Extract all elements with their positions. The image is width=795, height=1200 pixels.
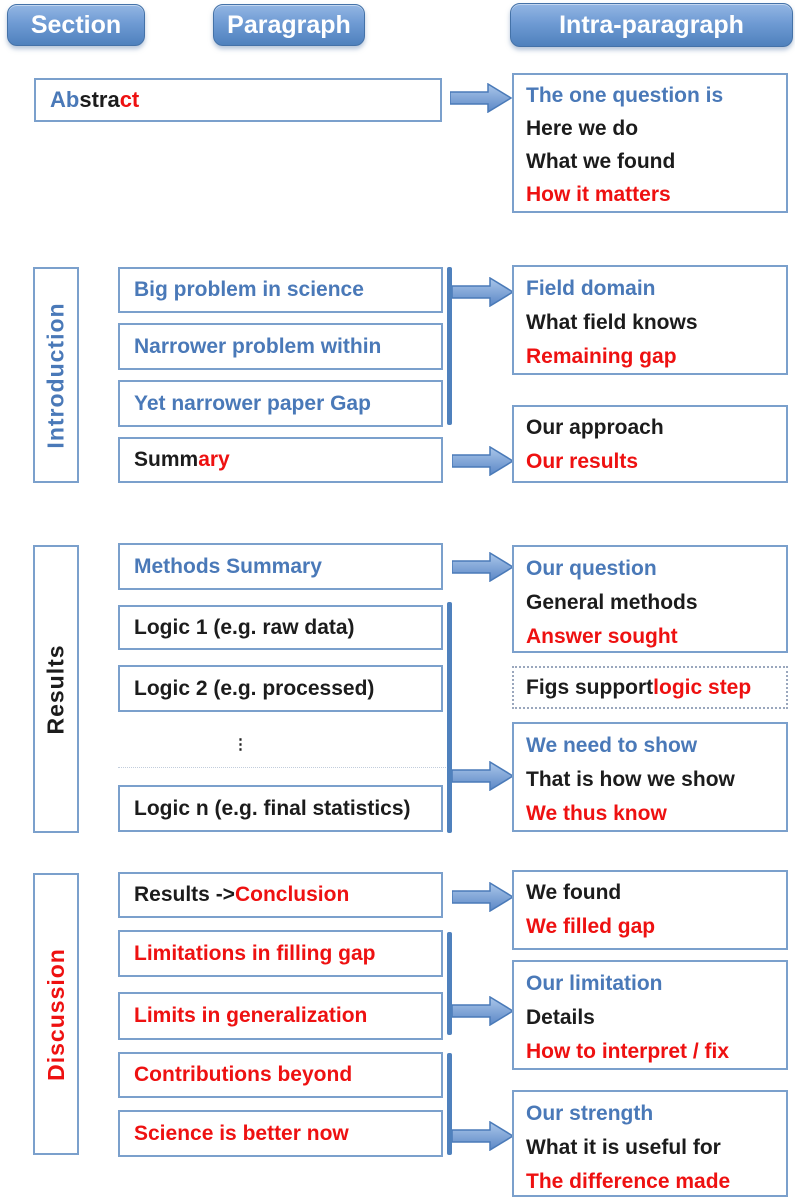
flow-arrow-icon [452, 277, 514, 307]
intra-line: Our question [526, 557, 657, 580]
paragraph-box-contributions: Contributions beyond [118, 1052, 443, 1098]
intra-line: We filled gap [526, 915, 656, 938]
discussion-section-box: Discussion [33, 873, 79, 1155]
intra-line: Our strength [526, 1102, 654, 1125]
intra-line: Answer sought [526, 625, 678, 648]
flow-arrow-icon [452, 996, 514, 1026]
summary-part-red: ary [198, 448, 230, 471]
intra-line: Our limitation [526, 972, 663, 995]
conclusion-part-red: Conclusion [234, 883, 350, 906]
intra-line: That is how we show [526, 768, 735, 791]
introduction-intra-box-bottom: Our approach Our results [512, 405, 788, 483]
group-bracket-line [447, 1053, 452, 1155]
abstract-intra-box: The one question is Here we do What we f… [512, 73, 788, 213]
paragraph-box-paper-gap: Yet narrower paper Gap [118, 380, 443, 427]
paragraph-box-logic-n: Logic n (e.g. final statistics) [118, 785, 443, 832]
intra-line: We found [526, 881, 622, 904]
flow-arrow-icon [452, 1121, 514, 1151]
flow-arrow-icon [452, 446, 514, 476]
intra-line: Our results [526, 450, 639, 473]
abstract-title-part-blue: Ab [50, 87, 80, 112]
intra-line: The difference made [526, 1170, 731, 1193]
dotted-separator [118, 767, 452, 768]
paragraph-box-narrower-problem: Narrower problem within [118, 323, 443, 370]
column-header-intra-paragraph: Intra-paragraph [510, 3, 793, 47]
paragraph-box-limits-generalization: Limits in generalization [118, 992, 443, 1040]
results-intra-box-bottom: We need to show That is how we show We t… [512, 722, 788, 832]
paragraph-box-results-conclusion: Results -> Conclusion [118, 872, 443, 918]
intra-line: What we found [526, 150, 676, 173]
introduction-section-box: Introduction [33, 267, 79, 483]
paragraph-box-big-problem: Big problem in science [118, 267, 443, 313]
paragraph-box-methods-summary: Methods Summary [118, 543, 443, 590]
results-section-box: Results [33, 545, 79, 833]
paragraph-box-logic-1: Logic 1 (e.g. raw data) [118, 605, 443, 650]
flow-arrow-icon [452, 882, 514, 912]
intra-line: How to interpret / fix [526, 1040, 730, 1063]
group-bracket-line [447, 932, 452, 1035]
flow-arrow-icon [452, 761, 514, 791]
intra-line: General methods [526, 591, 698, 614]
column-header-paragraph: Paragraph [213, 4, 365, 46]
logic-ellipsis: ⋮ [233, 736, 248, 753]
results-intra-box-top: Our question General methods Answer soug… [512, 545, 788, 653]
figs-part-red: logic step [653, 675, 752, 699]
discussion-intra-box-3: Our strength What it is useful for The d… [512, 1090, 788, 1197]
paragraph-box-logic-2: Logic 2 (e.g. processed) [118, 665, 443, 712]
intra-line: Remaining gap [526, 345, 677, 368]
paragraph-box-science-better: Science is better now [118, 1110, 443, 1157]
conclusion-part-black: Results -> [134, 883, 235, 906]
intra-line: Field domain [526, 277, 656, 300]
group-bracket-line [447, 267, 452, 425]
intra-line: Details [526, 1006, 595, 1029]
figs-support-note-box: Figs support logic step [512, 666, 788, 709]
intra-line: What it is useful for [526, 1136, 721, 1159]
abstract-title-part-red: ct [119, 87, 140, 112]
intra-line: The one question is [526, 84, 724, 107]
discussion-intra-box-2: Our limitation Details How to interpret … [512, 960, 788, 1070]
abstract-title-part-black: stra [79, 87, 120, 112]
introduction-label: Introduction [42, 301, 69, 449]
discussion-label: Discussion [42, 947, 69, 1081]
introduction-intra-box-top: Field domain What field knows Remaining … [512, 265, 788, 375]
intra-line: Here we do [526, 117, 639, 140]
intra-line: Our approach [526, 416, 664, 439]
group-bracket-line [447, 602, 452, 833]
intra-line: How it matters [526, 183, 671, 206]
flow-arrow-icon [450, 83, 512, 113]
flow-arrow-icon [452, 552, 514, 582]
summary-part-black: Summ [134, 448, 199, 471]
column-header-section: Section [7, 4, 145, 46]
intra-line: We thus know [526, 802, 667, 825]
results-label: Results [42, 643, 69, 735]
intra-line: We need to show [526, 734, 698, 757]
figs-part-black: Figs support [526, 675, 654, 699]
discussion-intra-box-1: We found We filled gap [512, 870, 788, 950]
intra-line: What field knows [526, 311, 698, 334]
paragraph-box-limitations: Limitations in filling gap [118, 930, 443, 977]
